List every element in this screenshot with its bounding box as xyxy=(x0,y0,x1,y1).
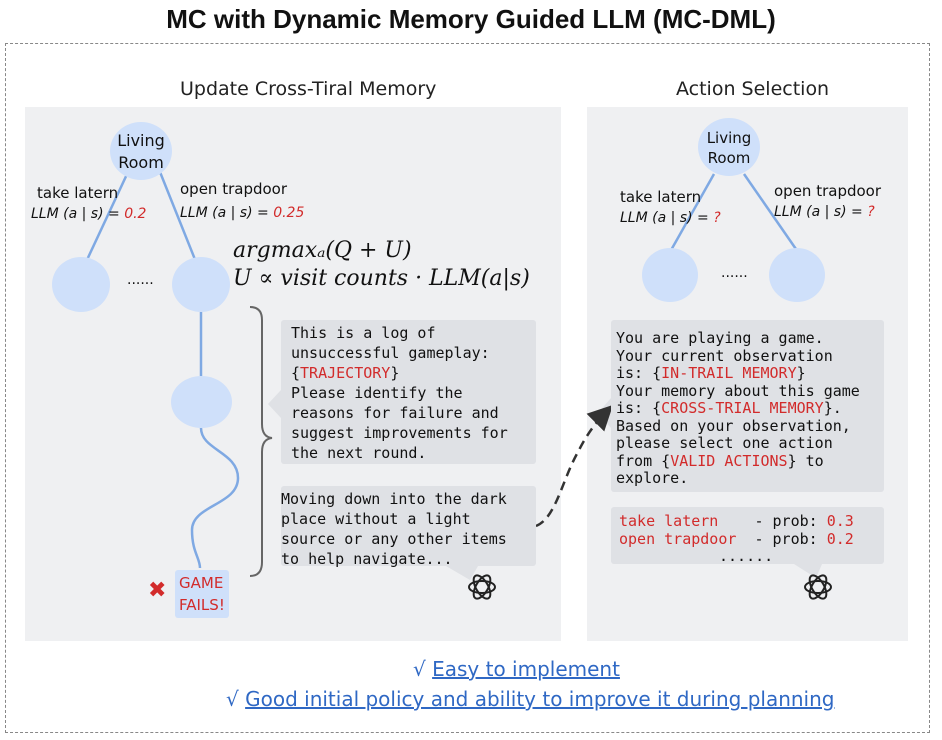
left-edge-open-trapdoor xyxy=(158,171,198,263)
check-icon: √ xyxy=(226,687,239,711)
prompt-bubble-tail xyxy=(268,390,281,418)
left-trajectory-node xyxy=(171,376,232,428)
llm-logo-icon xyxy=(804,574,832,600)
llm-logo-icon xyxy=(468,574,496,600)
benefit-easy-to-implement: √ Easy to implement xyxy=(413,657,620,681)
fail-x-icon: ✖ xyxy=(148,578,167,603)
right-edge-take-latern xyxy=(668,173,716,253)
left-panel-title: Update Cross-Tiral Memory xyxy=(180,78,437,100)
left-edge-trajectory-2 xyxy=(190,427,240,569)
diagram-title: MC with Dynamic Memory Guided LLM (MC-DM… xyxy=(166,4,776,34)
left-edge-label-take-latern: take latern xyxy=(37,184,119,202)
game-fails-badge: GAME FAILS! xyxy=(175,570,229,618)
benefit-good-initial-policy: √ Good initial policy and ability to imp… xyxy=(226,687,834,711)
left-ellipsis: ...... xyxy=(127,272,154,288)
left-edge-prob-open-trapdoor: LLM (a | s) = 0.25 xyxy=(180,205,305,221)
right-edge-prob-open-trapdoor: LLM (a | s) = ? xyxy=(774,204,875,220)
check-icon: √ xyxy=(413,657,426,681)
right-prompt-bubble-tail xyxy=(598,398,611,428)
right-root-node xyxy=(698,118,760,176)
benefit-label-2: Good initial policy and ability to impro… xyxy=(245,687,835,711)
left-root-node xyxy=(110,122,172,180)
right-child-node-2 xyxy=(769,248,825,302)
memory-transfer-arrow xyxy=(535,404,614,528)
uct-formula-line-2: U ∝ visit counts · LLM(a|s) xyxy=(233,266,530,291)
benefit-label-1: Easy to implement xyxy=(432,657,620,681)
right-root-label: Living Room xyxy=(706,129,752,167)
action-probabilities-bubble: take latern - prob: 0.3 open trapdoor - … xyxy=(611,507,884,565)
uct-formula-line-1: argmaxₐ(Q + U) xyxy=(233,238,412,263)
right-edge-prob-take-latern: LLM (a | s) = ? xyxy=(620,210,721,226)
trajectory-brace xyxy=(249,306,273,577)
right-edge-label-open-trapdoor: open trapdoor xyxy=(774,182,882,200)
right-panel-title: Action Selection xyxy=(676,78,830,100)
left-edge-prob-take-latern: LLM (a | s) = 0.2 xyxy=(31,206,147,222)
reflection-response-bubble: Moving down into the dark place without … xyxy=(281,486,536,568)
right-edge-open-trapdoor xyxy=(742,173,800,253)
left-edge-take-latern xyxy=(84,171,130,263)
outer-dashed-frame xyxy=(5,43,930,733)
left-edge-label-open-trapdoor: open trapdoor xyxy=(180,180,288,198)
left-child-node-1 xyxy=(52,257,110,312)
action-selection-prompt-bubble: You are playing a game. Your current obs… xyxy=(611,320,884,492)
left-child-node-2 xyxy=(172,257,230,312)
output-bubble-tail xyxy=(794,564,822,578)
right-ellipsis: ...... xyxy=(721,265,748,281)
left-root-label: Living Room xyxy=(117,131,165,172)
right-child-node-1 xyxy=(642,248,698,302)
reflection-prompt-bubble: This is a log of unsuccessful gameplay: … xyxy=(281,320,536,464)
response-bubble-tail xyxy=(446,566,478,580)
right-edge-label-take-latern: take latern xyxy=(620,188,702,206)
